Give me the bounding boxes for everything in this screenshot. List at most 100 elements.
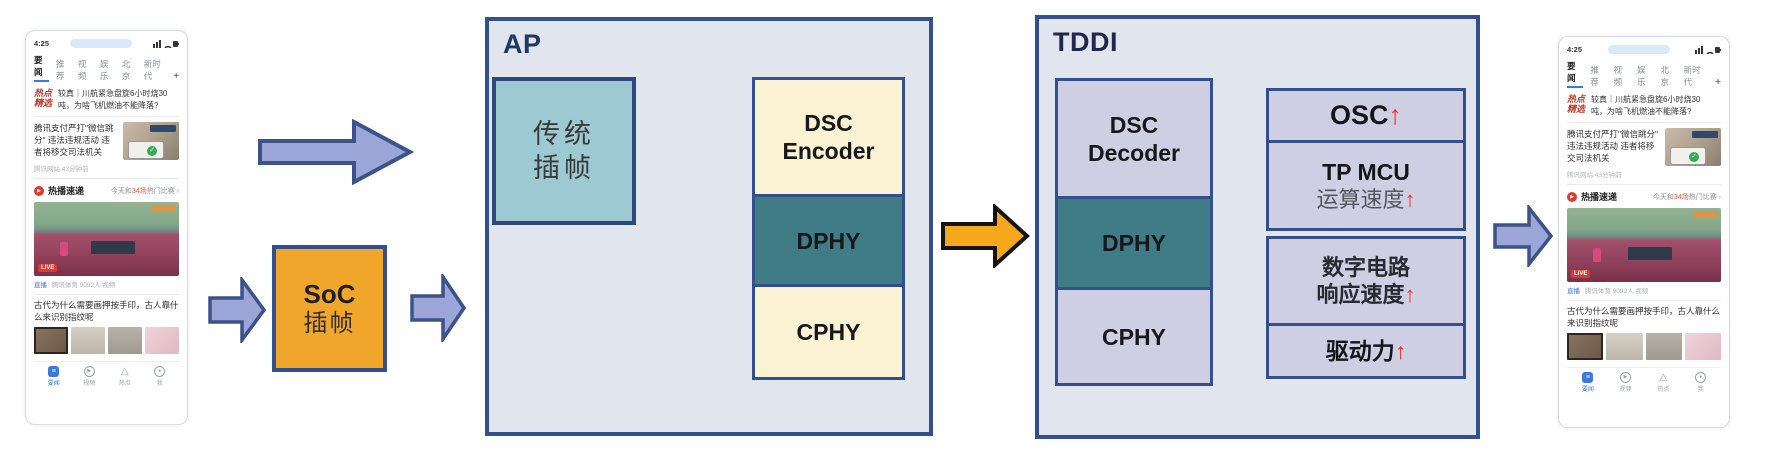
live-video-thumbnail[interactable]: LIVE — [34, 202, 179, 276]
hot-icon: △ — [120, 366, 129, 377]
arrow-ap-to-tddi — [941, 204, 1030, 268]
legacy-interpolation-box: 传统 插帧 — [492, 77, 636, 225]
live-tag: 直播 — [1567, 288, 1580, 295]
video-meta: 直播 腾讯体育 9092人 视频 — [34, 282, 116, 289]
hot-picks-row[interactable]: 热点 精选 较真｜川航紧急盘旋6小时烧30 吨，为啥飞机燃油不能降落? — [34, 88, 179, 111]
benefit-drive-box: 驱动力↑ — [1266, 323, 1466, 379]
tddi-dphy-box: DPHY — [1055, 196, 1213, 290]
news-item-1-title: 腾讯支付严打"微信跳分" 违法违规活动 违者将移交司法机关 — [34, 123, 114, 157]
section-title: 热播速递 — [1581, 192, 1618, 202]
benefit-digital-box: 数字电路 响应速度↑ — [1266, 236, 1466, 326]
hot-icon: △ — [1659, 372, 1668, 383]
tab-bar: 要闻 推荐 视频 娱乐 北京 新时代 + — [1567, 60, 1721, 88]
ap-dphy-box: DPHY — [752, 194, 905, 287]
video-watermark — [152, 205, 176, 211]
tab-beijing[interactable]: 北京 — [1660, 65, 1669, 87]
notch — [49, 38, 153, 48]
tab-entertainment[interactable]: 娱乐 — [1636, 65, 1646, 87]
status-icons — [153, 39, 179, 48]
status-time: 4:25 — [1567, 44, 1583, 54]
tab-beijing[interactable]: 北京 — [121, 59, 131, 81]
player-figure — [60, 242, 68, 256]
notch — [1582, 44, 1695, 54]
news-item-2-title[interactable]: 古代为什么需要画押按手印，古人靠什么来识别指纹呢 — [34, 300, 179, 322]
headlines-icon: ≡ — [1582, 372, 1594, 383]
section-more-link[interactable]: 今天和34场热门比赛 › — [110, 187, 179, 195]
divider — [1567, 122, 1721, 123]
tab-video[interactable]: 视频 — [77, 59, 87, 81]
add-channel-button[interactable]: + — [1715, 77, 1721, 88]
arrow-phone-to-ap — [258, 119, 414, 185]
hot-picks-badge: 热点 精选 — [34, 88, 53, 108]
headlines-icon: ≡ — [48, 366, 60, 377]
tab-bar: 要闻 推荐 视频 娱乐 北京 新时代 + — [34, 54, 179, 82]
nav-hot[interactable]: △ 热点 — [1657, 372, 1670, 393]
nav-me[interactable]: ● 我 — [1695, 372, 1707, 393]
news-item-1[interactable]: 腾讯支付严打"微信跳分" 违法违规活动 违者将移交司法机关 ✓ — [34, 122, 179, 160]
benefit-osc-box: OSC↑ — [1266, 88, 1466, 143]
tab-headlines[interactable]: 要闻 — [34, 54, 49, 82]
live-video-thumbnail[interactable]: LIVE — [1567, 208, 1721, 282]
add-channel-button[interactable]: + — [173, 71, 180, 82]
dsc-decoder-box: DSC Decoder — [1055, 78, 1213, 199]
nav-headlines[interactable]: ≡ 要闻 — [47, 366, 60, 387]
section-title: 热播速递 — [48, 186, 85, 196]
check-icon: ✓ — [1689, 152, 1699, 162]
arrow-soc-to-ap — [410, 274, 467, 342]
divider — [34, 294, 179, 295]
benefit-tpmcu-box: TP MCU 运算速度↑ — [1266, 140, 1466, 231]
tab-headlines[interactable]: 要闻 — [1567, 60, 1584, 88]
bottom-nav: ≡ 要闻 ▶ 视频 △ 热点 ● 我 — [34, 361, 179, 390]
tab-entertainment[interactable]: 娱乐 — [99, 59, 109, 81]
tddi-phy-stack: DSC Decoder DPHY CPHY — [1055, 78, 1213, 386]
up-arrow-icon: ↑ — [1404, 282, 1416, 307]
news-item-1-thumbnail: ✓ — [1665, 128, 1721, 166]
soc-label-line1: SoC — [303, 278, 356, 309]
tab-recommend[interactable]: 推荐 — [55, 59, 65, 81]
nav-video[interactable]: ▶ 视频 — [1619, 372, 1632, 393]
bottom-nav: ≡ 要闻 ▶ 视频 △ 热点 ● 我 — [1567, 367, 1721, 396]
phone-status-bar: 4:25 — [1567, 43, 1721, 55]
nav-video[interactable]: ▶ 视频 — [83, 366, 96, 387]
news-item-1-thumbnail: ✓ — [123, 122, 179, 160]
arrow-phone-to-soc — [208, 277, 267, 343]
tddi-label: TDDI — [1053, 27, 1118, 57]
section-more-link[interactable]: 今天和34场热门比赛 › — [1652, 193, 1721, 201]
live-badge: LIVE — [1571, 270, 1591, 278]
ap-label: AP — [503, 29, 542, 59]
video-play-icon: ▶ — [83, 366, 95, 377]
player-figure — [1593, 248, 1601, 262]
hot-picks-text: 较真｜川航紧急盘旋6小时烧30 吨，为啥飞机燃油不能降落? — [58, 89, 168, 110]
news-item-2-title[interactable]: 古代为什么需要画押按手印，古人靠什么来识别指纹呢 — [1567, 306, 1721, 328]
divider — [1567, 300, 1721, 301]
tab-video[interactable]: 视频 — [1613, 65, 1623, 87]
nav-headlines[interactable]: ≡ 要闻 — [1581, 372, 1594, 393]
news-item-1-title: 腾讯支付严打"微信跳分" 违法违规活动 违者将移交司法机关 — [1567, 129, 1659, 163]
news-item-1[interactable]: 腾讯支付严打"微信跳分" 违法违规活动 违者将移交司法机关 ✓ — [1567, 128, 1721, 166]
phone-status-bar: 4:25 — [34, 37, 179, 49]
tab-recommend[interactable]: 推荐 — [1590, 65, 1599, 87]
hot-picks-row[interactable]: 热点 精选 较真｜川航紧急盘旋6小时烧30 吨，为啥飞机燃油不能降落? — [1567, 94, 1721, 117]
tddi-benefits-stack: OSC↑ TP MCU 运算速度↑ 数字电路 响应速度↑ 驱动力↑ — [1266, 88, 1466, 379]
news-item-2-thumbnails — [1567, 333, 1721, 360]
pingpong-table — [90, 241, 135, 254]
arrow-tddi-to-phone — [1493, 205, 1554, 267]
play-icon: ▶ — [34, 185, 44, 196]
ap-phy-stack: DSC Encoder DPHY CPHY — [752, 77, 905, 380]
status-icons — [1695, 45, 1721, 54]
me-icon: ● — [1695, 372, 1707, 383]
divider — [34, 178, 179, 179]
tab-newera[interactable]: 新时代 — [1683, 65, 1701, 87]
check-icon: ✓ — [147, 146, 157, 156]
status-time: 4:25 — [34, 38, 50, 48]
nav-hot[interactable]: △ 热点 — [118, 366, 131, 387]
phone-right: 4:25 要闻 推荐 视频 娱乐 北京 新时代 + 热点 精选 较真｜川航紧急盘… — [1558, 36, 1730, 428]
up-arrow-icon: ↑ — [1404, 186, 1416, 212]
nav-me[interactable]: ● 我 — [154, 366, 166, 387]
ap-cphy-box: CPHY — [752, 284, 905, 380]
tab-newera[interactable]: 新时代 — [143, 59, 161, 81]
soc-label-line2: 插帧 — [303, 309, 356, 337]
news-item-1-meta: 腾讯网站 43分钟前 — [34, 166, 89, 173]
live-section-header: ▶ 热播速递 今天和34场热门比赛 › — [34, 184, 179, 197]
